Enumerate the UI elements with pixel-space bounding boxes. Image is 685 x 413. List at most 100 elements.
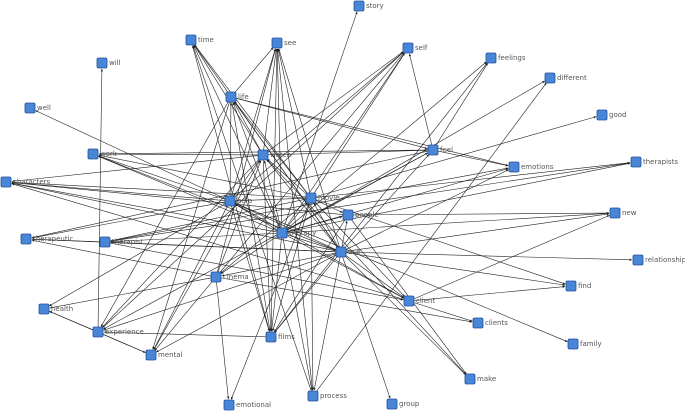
node-box-use[interactable] xyxy=(335,246,347,258)
node-health[interactable]: health xyxy=(38,303,73,315)
node-good[interactable]: good xyxy=(596,109,626,121)
edge-use-mental xyxy=(156,254,337,353)
node-box-cinema[interactable] xyxy=(210,271,222,283)
node-use[interactable]: use xyxy=(335,246,360,258)
node-box-movie[interactable] xyxy=(305,192,317,204)
edge-watch-self xyxy=(266,51,404,153)
node-label-feelings: feelings xyxy=(498,54,526,62)
node-box-time[interactable] xyxy=(185,34,197,46)
node-box-emotions[interactable] xyxy=(508,161,520,173)
node-box-process[interactable] xyxy=(307,390,319,402)
node-well[interactable]: well xyxy=(24,102,51,114)
edge-watch-help xyxy=(233,158,261,197)
node-box-characters[interactable] xyxy=(0,176,12,188)
node-story[interactable]: story xyxy=(353,0,384,12)
node-box-therapeutic[interactable] xyxy=(20,233,32,245)
node-relationship[interactable]: relationship xyxy=(632,254,685,266)
node-therapy[interactable]: therapy xyxy=(276,227,316,239)
edge-client-clients xyxy=(413,302,473,322)
node-see[interactable]: see xyxy=(271,37,296,49)
node-work[interactable]: work xyxy=(87,148,118,160)
node-feel[interactable]: feel xyxy=(427,144,453,156)
node-box-help[interactable] xyxy=(224,195,236,207)
edge-help-mental xyxy=(153,205,228,350)
node-watch[interactable]: watch xyxy=(257,149,291,161)
node-label-cinema: cinema xyxy=(223,273,249,281)
node-cinema[interactable]: cinema xyxy=(210,271,249,283)
node-box-emotional[interactable] xyxy=(223,399,235,411)
node-people[interactable]: people xyxy=(342,209,379,221)
node-family[interactable]: family xyxy=(567,338,602,350)
edge-life-emotions xyxy=(235,97,509,167)
edge-use-see xyxy=(278,48,340,248)
node-box-different[interactable] xyxy=(544,72,556,84)
edge-client-find xyxy=(413,285,566,301)
node-box-feel[interactable] xyxy=(427,144,439,156)
node-box-new[interactable] xyxy=(609,207,621,219)
node-self[interactable]: self xyxy=(402,42,428,54)
node-box-work[interactable] xyxy=(87,148,99,160)
node-characters[interactable]: characters xyxy=(0,176,51,188)
node-emotions[interactable]: emotions xyxy=(508,161,554,173)
node-box-see[interactable] xyxy=(271,37,283,49)
node-will[interactable]: will xyxy=(96,57,121,69)
node-box-will[interactable] xyxy=(96,57,108,69)
node-client[interactable]: client xyxy=(403,295,435,307)
edge-help-characters xyxy=(11,181,226,201)
node-feelings[interactable]: feelings xyxy=(485,52,526,64)
node-make[interactable]: make xyxy=(464,373,496,385)
node-box-find[interactable] xyxy=(565,280,577,292)
node-find[interactable]: find xyxy=(565,280,591,292)
edge-people-new xyxy=(352,211,610,216)
node-therapists[interactable]: therapists xyxy=(630,156,678,168)
node-films[interactable]: films xyxy=(265,331,295,343)
node-process[interactable]: process xyxy=(307,390,347,402)
node-label-client: client xyxy=(416,297,435,305)
node-box-experience[interactable] xyxy=(92,326,104,338)
node-clients[interactable]: clients xyxy=(472,317,508,329)
node-mental[interactable]: mental xyxy=(145,349,183,361)
node-emotional[interactable]: emotional xyxy=(223,399,271,411)
node-box-group[interactable] xyxy=(386,398,398,410)
node-box-people[interactable] xyxy=(342,209,354,221)
node-label-make: make xyxy=(477,375,496,383)
node-different[interactable]: different xyxy=(544,72,587,84)
node-label-life: life xyxy=(238,93,249,101)
edge-client-characters xyxy=(11,183,405,300)
node-box-films[interactable] xyxy=(265,331,277,343)
node-movie[interactable]: movie xyxy=(305,192,340,204)
node-box-health[interactable] xyxy=(38,303,50,315)
edge-client-new xyxy=(413,215,610,300)
edge-therapy-feelings xyxy=(285,61,487,231)
node-box-feelings[interactable] xyxy=(485,52,497,64)
node-box-life[interactable] xyxy=(225,91,237,103)
node-group[interactable]: group xyxy=(386,398,420,410)
node-box-therapy[interactable] xyxy=(276,227,288,239)
edge-movie-good xyxy=(315,116,597,197)
node-box-client[interactable] xyxy=(403,295,415,307)
node-box-well[interactable] xyxy=(24,102,36,114)
node-box-relationship[interactable] xyxy=(632,254,644,266)
node-box-clients[interactable] xyxy=(472,317,484,329)
node-help[interactable]: help xyxy=(224,195,253,207)
node-label-find: find xyxy=(578,282,591,290)
node-box-make[interactable] xyxy=(464,373,476,385)
node-box-self[interactable] xyxy=(402,42,414,54)
node-box-family[interactable] xyxy=(567,338,579,350)
node-therapist[interactable]: therapist xyxy=(99,236,144,248)
node-time[interactable]: time xyxy=(185,34,214,46)
node-box-mental[interactable] xyxy=(145,349,157,361)
node-box-watch[interactable] xyxy=(257,149,269,161)
node-box-therapist[interactable] xyxy=(99,236,111,248)
node-experience[interactable]: experience xyxy=(92,326,144,338)
node-box-story[interactable] xyxy=(353,0,365,12)
node-box-good[interactable] xyxy=(596,109,608,121)
node-therapeutic[interactable]: therapeutic xyxy=(20,233,74,245)
edge-use-watch xyxy=(266,159,339,249)
node-life[interactable]: life xyxy=(225,91,249,103)
node-label-self: self xyxy=(415,44,428,52)
edge-use-emotions xyxy=(345,169,509,251)
node-box-therapists[interactable] xyxy=(630,156,642,168)
node-new[interactable]: new xyxy=(609,207,637,219)
